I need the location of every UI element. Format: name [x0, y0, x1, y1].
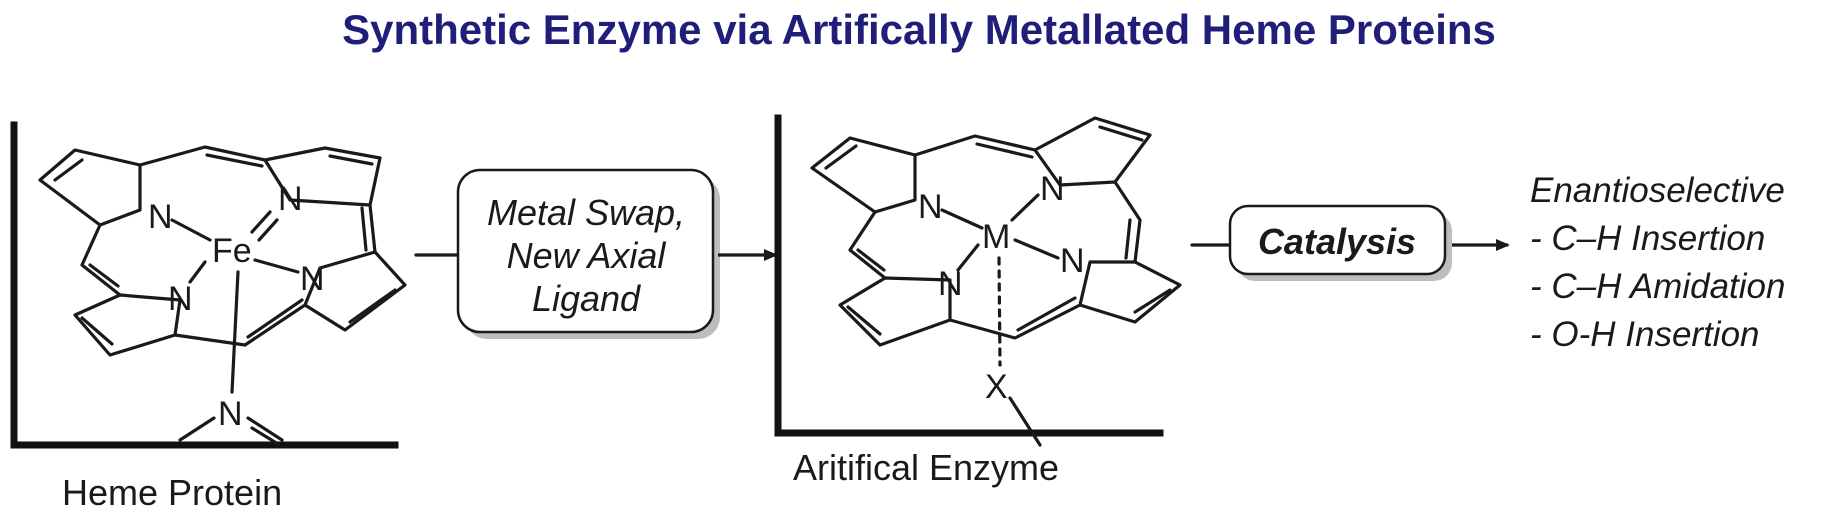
outcome-ch-insertion: - C–H Insertion: [1530, 219, 1765, 258]
heme-n-1: N: [148, 198, 173, 236]
outcome-heading: Enantioselective: [1530, 171, 1785, 210]
catalysis-step: Catalysis: [1190, 204, 1510, 281]
artificial-enzyme-structure: N N N N M X Aritifical Enzyme: [774, 114, 1182, 488]
enzyme-n-1: N: [918, 188, 943, 226]
step-line-2: New Axial: [507, 235, 667, 276]
histidine-n-atom: N: [218, 395, 243, 433]
metal-swap-step: Metal Swap, New Axial Ligand: [414, 168, 778, 339]
outcome-oh-insertion: - O-H Insertion: [1530, 315, 1760, 354]
heme-protein-label: Heme Protein: [62, 472, 282, 513]
artificial-enzyme-label: Aritifical Enzyme: [793, 447, 1059, 488]
outcome-ch-amidation: - C–H Amidation: [1530, 267, 1785, 306]
step-line-3: Ligand: [532, 278, 641, 319]
heme-fe-atom: Fe: [212, 232, 252, 270]
heme-protein-structure: N N N N Fe N Heme Protein: [10, 121, 407, 513]
heme-n-4: N: [168, 280, 193, 318]
axial-ligand-x: X: [985, 368, 1008, 406]
heme-n-3: N: [300, 260, 325, 298]
step-line-1: Metal Swap,: [487, 192, 685, 233]
heme-n-2: N: [278, 180, 303, 218]
protein-backbone: [10, 121, 399, 449]
diagram-title: Synthetic Enzyme via Artifically Metalla…: [342, 6, 1496, 53]
enzyme-backbone: [774, 114, 1164, 437]
outcome-list: Enantioselective - C–H Insertion - C–H A…: [1530, 171, 1785, 354]
enzyme-metal-atom: M: [982, 218, 1010, 256]
enzyme-n-3: N: [1060, 242, 1085, 280]
catalysis-label: Catalysis: [1258, 221, 1416, 262]
enzyme-n-2: N: [1040, 170, 1065, 208]
